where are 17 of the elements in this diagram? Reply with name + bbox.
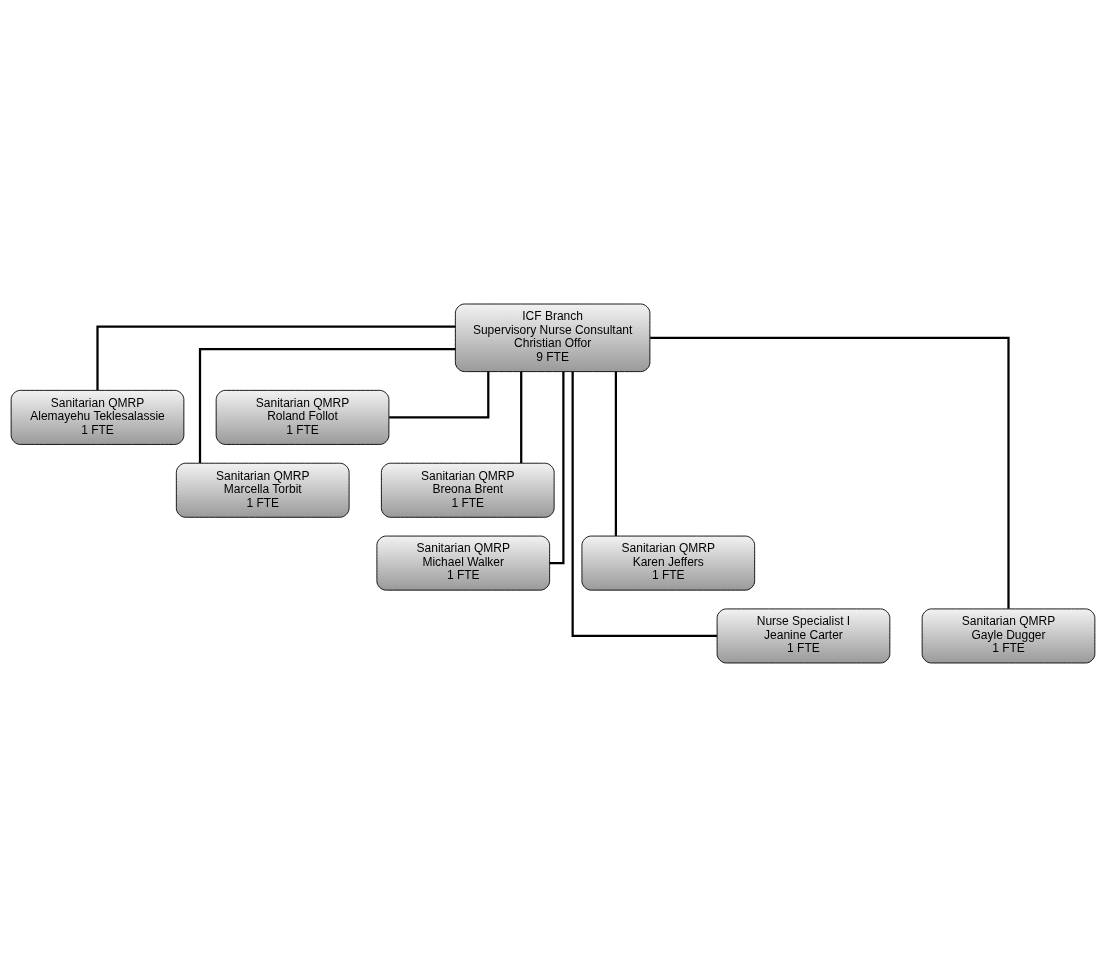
node-box: ICF Branch Supervisory Nurse Consultant Christian Offor 9 FTE bbox=[454, 303, 651, 373]
connector bbox=[96, 325, 456, 391]
connector bbox=[520, 371, 523, 464]
node-box: Sanitarian QMRP Michael Walker 1 FTE bbox=[376, 535, 551, 591]
node-box: Sanitarian QMRP Roland Follot 1 FTE bbox=[215, 389, 390, 445]
connector bbox=[549, 371, 565, 565]
node-box: Sanitarian QMRP Breona Brent 1 FTE bbox=[380, 462, 555, 518]
node-box: Nurse Specialist I Jeanine Carter 1 FTE bbox=[716, 608, 891, 664]
connector bbox=[571, 371, 717, 638]
node-box: Sanitarian QMRP Karen Jeffers 1 FTE bbox=[581, 535, 756, 591]
node-box: Sanitarian QMRP Marcella Torbit 1 FTE bbox=[175, 462, 350, 518]
connector bbox=[614, 371, 618, 536]
node-box: Sanitarian QMRP Gayle Dugger 1 FTE bbox=[921, 608, 1096, 664]
connector bbox=[650, 336, 1010, 609]
connector bbox=[198, 347, 456, 464]
node-box: Sanitarian QMRP Alemayehu Teklesalassie 1 FTE bbox=[10, 389, 185, 445]
connector bbox=[389, 371, 490, 419]
